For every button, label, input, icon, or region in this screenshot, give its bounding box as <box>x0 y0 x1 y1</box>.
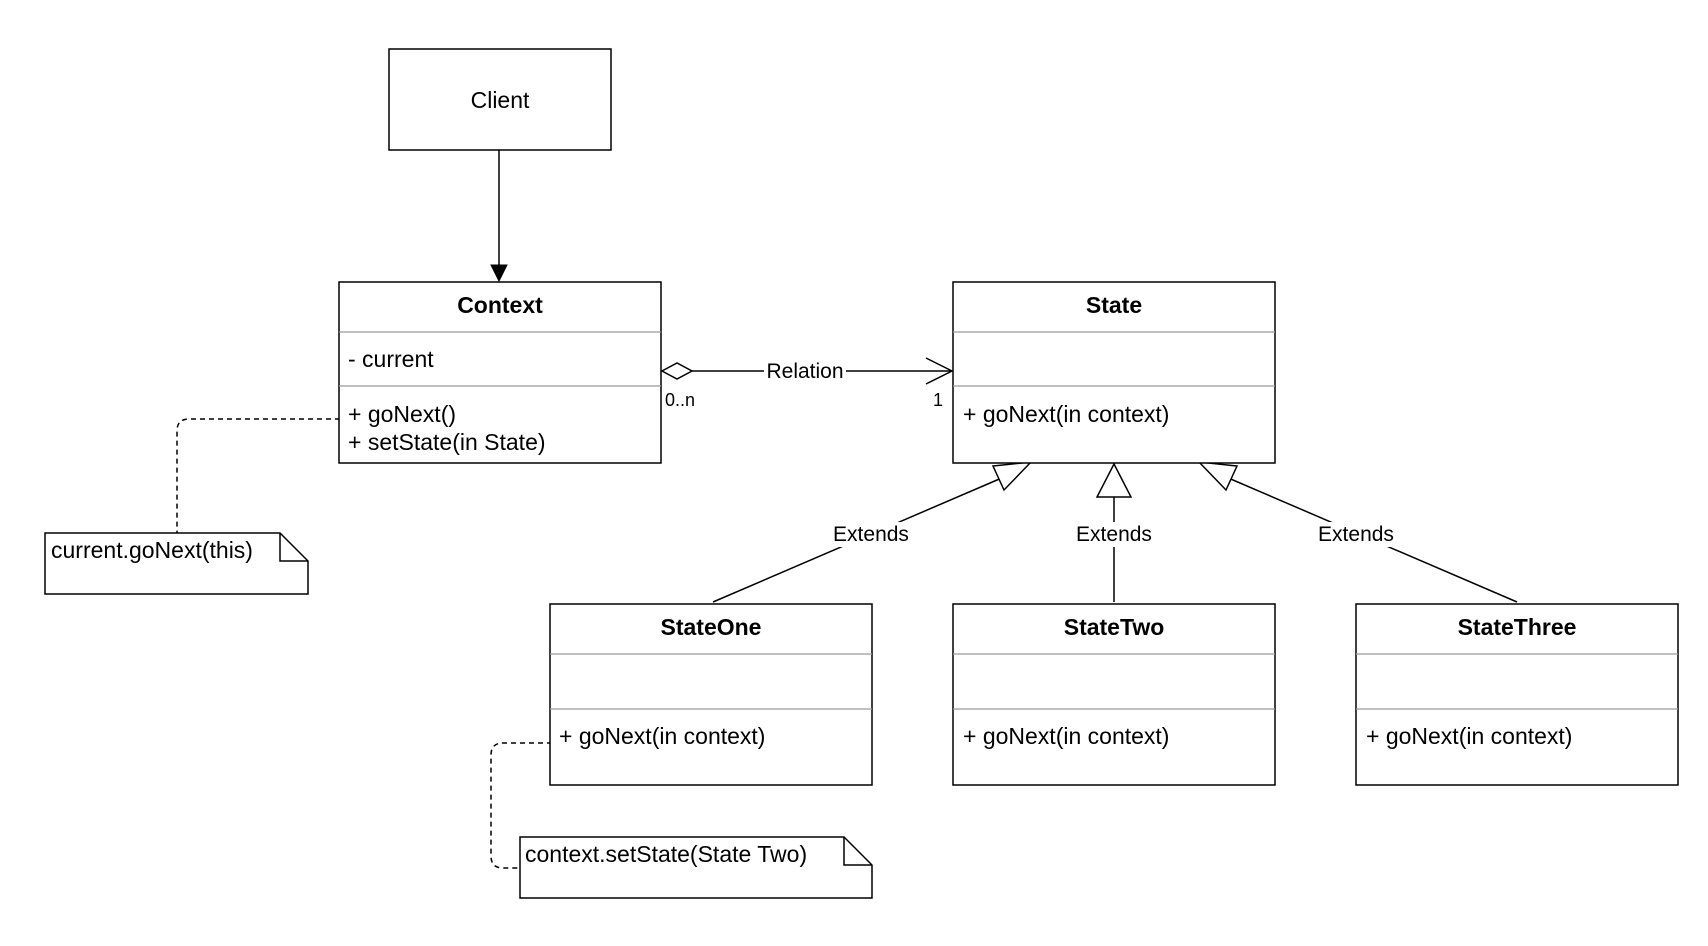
client-to-context-arrow[interactable] <box>490 150 508 283</box>
note-fold <box>843 837 872 866</box>
context-attribute-current: - current <box>348 346 434 372</box>
context-note-connector <box>176 418 340 536</box>
state-one-class[interactable]: StateOne + goNext(in context) <box>549 603 873 786</box>
extends-label-one: Extends <box>833 523 909 546</box>
state-two-method-gonext: + goNext(in context) <box>963 723 1169 749</box>
arrowhead-open <box>925 357 954 385</box>
state-class[interactable]: State + goNext(in context) <box>952 281 1276 464</box>
state-three-title: StateThree <box>1458 614 1577 640</box>
state-one-note-connector <box>490 742 552 869</box>
state-one-method-gonext: + goNext(in context) <box>559 723 765 749</box>
state-method-gonext: + goNext(in context) <box>963 401 1169 427</box>
context-note-text: current.goNext(this) <box>51 537 253 563</box>
state-two-title: StateTwo <box>1064 614 1165 640</box>
note-fold <box>279 533 308 562</box>
relation-source-multiplicity: 0..n <box>665 390 695 410</box>
context-note[interactable]: current.goNext(this) <box>44 532 309 595</box>
state-one-note-text: context.setState(State Two) <box>525 841 807 867</box>
extends-state-three-connector[interactable]: Extends <box>1197 461 1518 603</box>
state-three-class[interactable]: StateThree + goNext(in context) <box>1355 603 1679 786</box>
relation-label: Relation <box>766 360 843 383</box>
aggregation-diamond <box>660 362 694 380</box>
state-three-method-gonext: + goNext(in context) <box>1366 723 1572 749</box>
context-class[interactable]: Context - current + goNext() + setState(… <box>338 281 662 464</box>
state-one-title: StateOne <box>661 614 762 640</box>
generalization-triangle <box>991 461 1033 492</box>
arrowhead-solid <box>490 264 508 283</box>
relation-target-multiplicity: 1 <box>933 390 943 410</box>
relation-connector[interactable]: Relation 0..n 1 <box>660 357 954 410</box>
state-two-class[interactable]: StateTwo + goNext(in context) <box>952 603 1276 786</box>
extends-label-three: Extends <box>1318 523 1394 546</box>
client-label: Client <box>471 87 530 113</box>
state-one-note[interactable]: context.setState(State Two) <box>519 836 873 899</box>
context-method-setstate: + setState(in State) <box>348 429 546 455</box>
extends-state-one-connector[interactable]: Extends <box>712 461 1033 603</box>
context-title: Context <box>457 292 543 318</box>
state-title: State <box>1086 292 1142 318</box>
extends-label-two: Extends <box>1076 523 1152 546</box>
generalization-triangle <box>1197 461 1239 492</box>
generalization-triangle <box>1095 462 1133 498</box>
client-class[interactable]: Client <box>388 48 612 151</box>
extends-state-two-connector[interactable]: Extends <box>1071 462 1157 602</box>
context-method-gonext: + goNext() <box>348 401 456 427</box>
